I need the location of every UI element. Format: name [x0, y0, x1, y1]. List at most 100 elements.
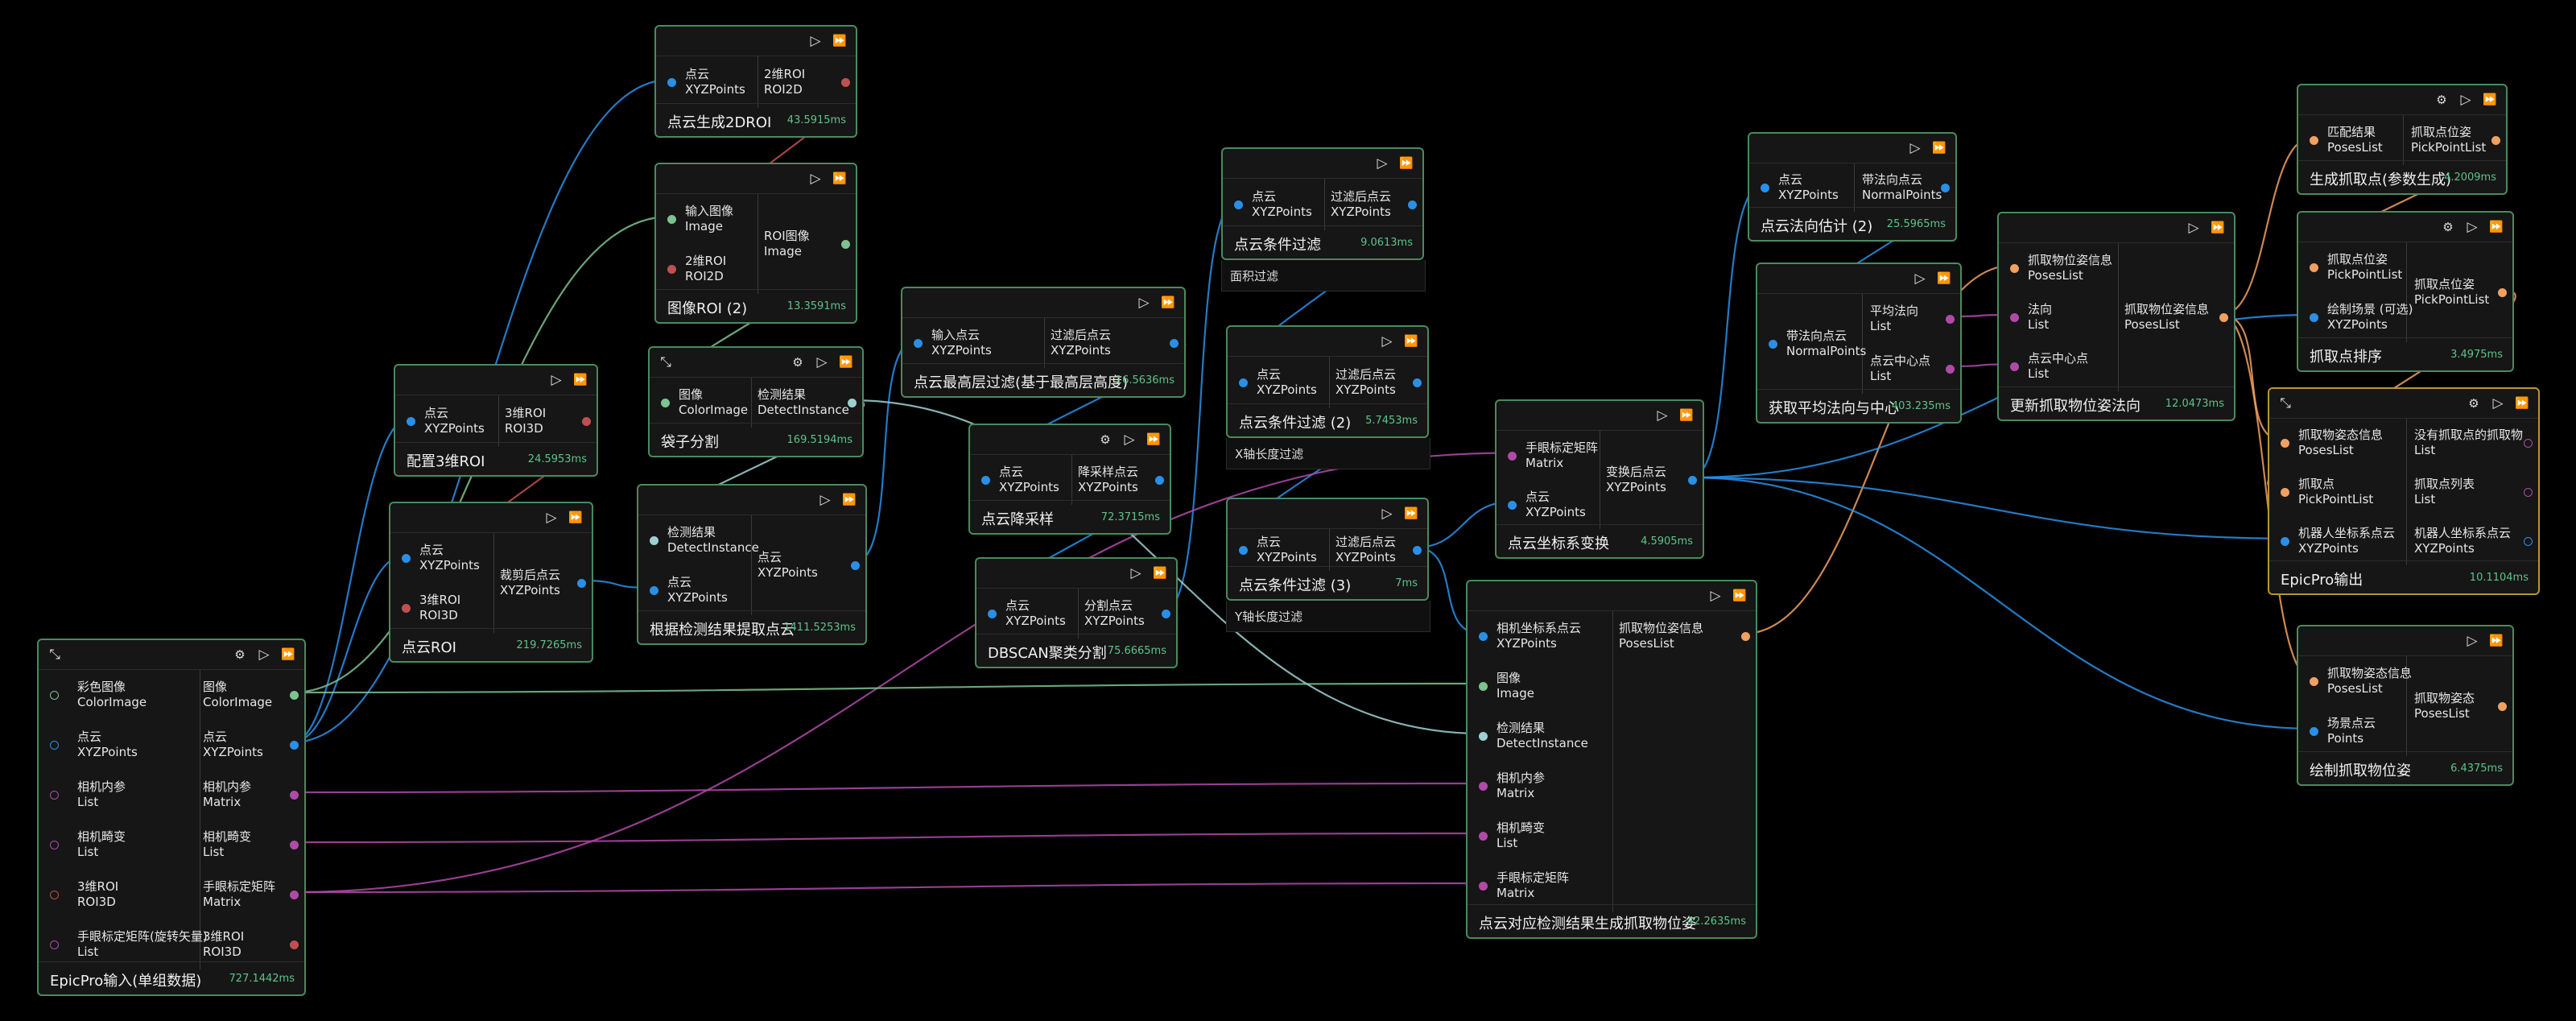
- port-in-connector[interactable]: [1508, 451, 1517, 461]
- port-in-connector[interactable]: [667, 78, 676, 87]
- port-in-connector[interactable]: [1234, 200, 1243, 209]
- port-out-connector[interactable]: [577, 579, 586, 588]
- port-in-connector[interactable]: [1761, 184, 1769, 192]
- port-out-connector[interactable]: [1688, 476, 1697, 485]
- port-in-connector[interactable]: [2010, 313, 2019, 322]
- fast-forward-icon[interactable]: ⏩: [1399, 157, 1414, 170]
- fast-forward-icon[interactable]: ⏩: [1146, 433, 1161, 446]
- fast-forward-icon[interactable]: ⏩: [1679, 409, 1694, 422]
- play-icon[interactable]: ▷: [816, 354, 828, 370]
- play-icon[interactable]: ▷: [1381, 333, 1393, 349]
- play-icon[interactable]: ▷: [1124, 432, 1135, 448]
- port-out-connector[interactable]: [290, 691, 299, 700]
- play-icon[interactable]: ▷: [2460, 92, 2471, 108]
- play-icon[interactable]: ▷: [546, 510, 557, 526]
- play-icon[interactable]: ▷: [810, 33, 821, 49]
- port-out-connector[interactable]: [290, 940, 299, 949]
- port-in-connector[interactable]: [50, 741, 59, 750]
- port-in-connector[interactable]: [50, 791, 59, 800]
- port-in-connector[interactable]: [1479, 732, 1488, 741]
- port-out-connector[interactable]: [841, 240, 850, 249]
- port-out-connector[interactable]: [841, 78, 850, 87]
- port-out-connector[interactable]: [1413, 378, 1422, 387]
- port-in-connector[interactable]: [2310, 677, 2318, 686]
- fast-forward-icon[interactable]: ⏩: [1932, 142, 1946, 155]
- gear-icon[interactable]: ⚙: [792, 355, 803, 370]
- fast-forward-icon[interactable]: ⏩: [1732, 589, 1747, 602]
- port-out-connector[interactable]: [1162, 610, 1170, 618]
- fast-forward-icon[interactable]: ⏩: [832, 172, 847, 185]
- port-out-connector[interactable]: [2524, 536, 2533, 546]
- port-out-connector[interactable]: [290, 891, 299, 899]
- port-out-connector[interactable]: [2498, 288, 2507, 297]
- port-out-connector[interactable]: [851, 561, 860, 570]
- port-out-connector[interactable]: [2498, 702, 2507, 711]
- play-icon[interactable]: ▷: [1914, 271, 1926, 287]
- play-icon[interactable]: ▷: [258, 647, 270, 663]
- collapse-icon[interactable]: ⤡: [660, 354, 671, 370]
- port-out-connector[interactable]: [1170, 339, 1179, 348]
- port-in-connector[interactable]: [1479, 832, 1488, 841]
- port-out-connector[interactable]: [1155, 476, 1164, 485]
- fast-forward-icon[interactable]: ⏩: [839, 356, 853, 369]
- port-in-connector[interactable]: [914, 339, 923, 348]
- play-icon[interactable]: ▷: [810, 171, 821, 187]
- port-in-connector[interactable]: [1769, 340, 1777, 349]
- port-out-connector[interactable]: [2219, 313, 2228, 322]
- port-out-connector[interactable]: [290, 791, 299, 800]
- port-in-connector[interactable]: [1479, 682, 1488, 691]
- port-in-connector[interactable]: [667, 265, 676, 274]
- port-out-connector[interactable]: [1413, 546, 1422, 555]
- port-out-connector[interactable]: [848, 399, 857, 407]
- port-in-connector[interactable]: [650, 536, 658, 545]
- port-in-connector[interactable]: [407, 417, 415, 426]
- gear-icon[interactable]: ⚙: [2442, 220, 2454, 234]
- port-out-connector[interactable]: [1946, 315, 1955, 324]
- gear-icon[interactable]: ⚙: [234, 647, 246, 662]
- play-icon[interactable]: ▷: [1710, 588, 1721, 604]
- play-icon[interactable]: ▷: [819, 492, 831, 508]
- fast-forward-icon[interactable]: ⏩: [2489, 221, 2504, 234]
- play-icon[interactable]: ▷: [2467, 633, 2478, 649]
- port-in-connector[interactable]: [650, 586, 658, 595]
- port-in-connector[interactable]: [1508, 500, 1517, 510]
- port-out-connector[interactable]: [1941, 184, 1950, 192]
- port-in-connector[interactable]: [50, 891, 59, 899]
- port-in-connector[interactable]: [50, 841, 59, 849]
- port-in-connector[interactable]: [402, 554, 411, 563]
- collapse-icon[interactable]: ⤡: [2280, 395, 2291, 411]
- gear-icon[interactable]: ⚙: [1100, 432, 1111, 447]
- play-icon[interactable]: ▷: [2188, 220, 2199, 236]
- gear-icon[interactable]: ⚙: [2436, 93, 2447, 107]
- port-in-connector[interactable]: [661, 399, 670, 407]
- port-out-connector[interactable]: [290, 841, 299, 849]
- fast-forward-icon[interactable]: ⏩: [1937, 272, 1951, 285]
- port-out-connector[interactable]: [290, 741, 299, 750]
- play-icon[interactable]: ▷: [1377, 155, 1388, 172]
- port-in-connector[interactable]: [1479, 632, 1488, 641]
- port-in-connector[interactable]: [1239, 546, 1248, 555]
- port-out-connector[interactable]: [1741, 632, 1750, 641]
- port-in-connector[interactable]: [2281, 488, 2289, 497]
- port-in-connector[interactable]: [2310, 136, 2318, 145]
- port-in-connector[interactable]: [2310, 313, 2318, 322]
- port-out-connector[interactable]: [582, 417, 591, 426]
- port-out-connector[interactable]: [1946, 365, 1955, 374]
- port-in-connector[interactable]: [988, 610, 997, 618]
- port-in-connector[interactable]: [50, 691, 59, 700]
